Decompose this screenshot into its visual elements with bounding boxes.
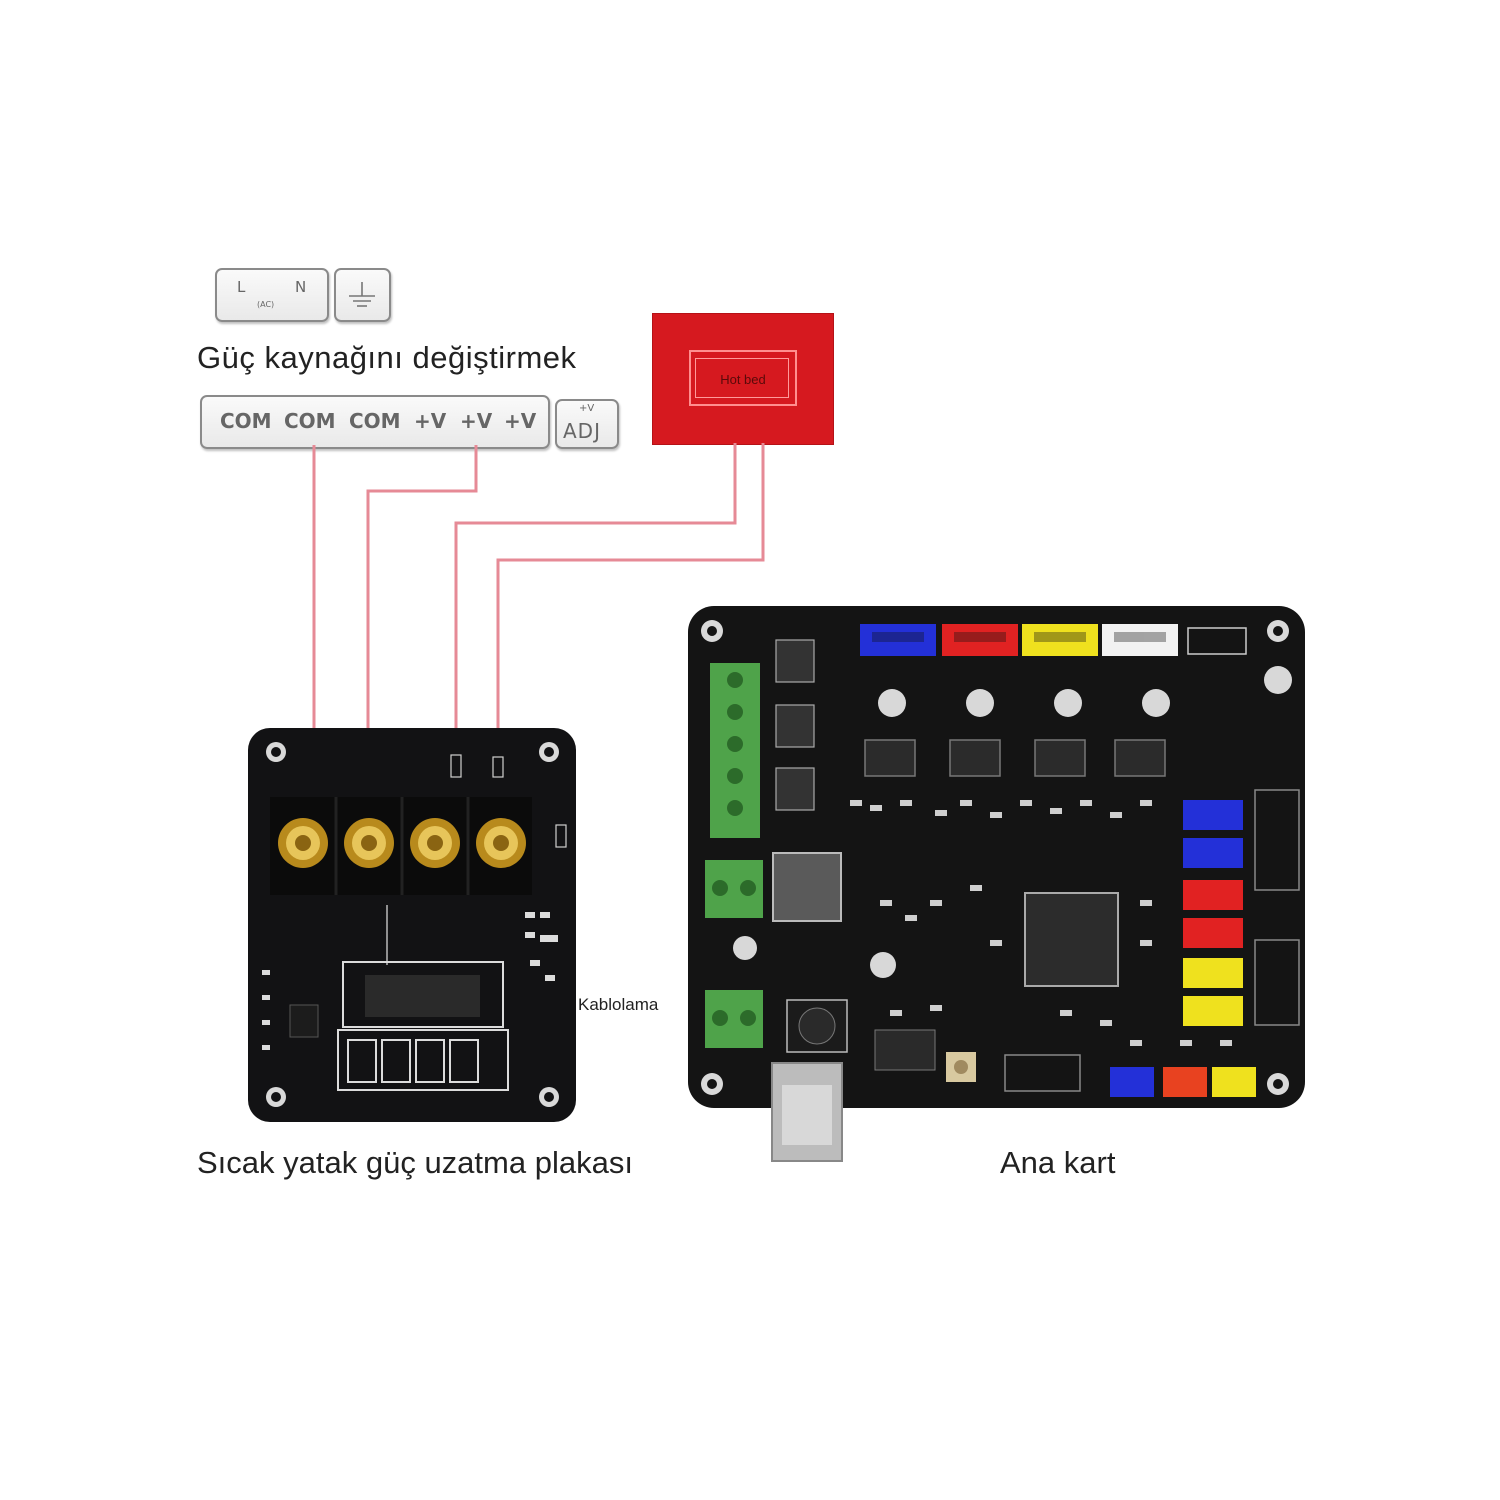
main-board-caption: Ana kart [1000,1145,1116,1180]
ground-icon [349,282,375,307]
terminal-com-2: COM [284,409,336,433]
ac-input-terminal: L N (AC) [215,268,329,322]
mosfet-board-caption: Sıcak yatak güç uzatma plakası [197,1145,633,1180]
ac-n-label: N [295,278,307,296]
terminal-com-1: COM [220,409,272,433]
wire-heatbed-1-to-mosfet [454,443,737,745]
adj-label: ADJ [563,419,601,443]
heatbed-outline [689,350,797,406]
wire-v-to-mosfet [366,445,478,745]
mosfet-connector-label: Kablolama [578,995,659,1014]
terminal-com-3: COM [349,409,401,433]
power-supply-caption: Güç kaynağını değiştirmek [197,340,577,375]
heatbed-label: Hot bed [720,372,766,387]
power-supply-terminal-strip: COM COM COM +V +V +V [200,395,550,449]
heatbed-outline-inner [695,358,789,398]
voltage-adjust-terminal: +V ADJ [555,399,619,449]
terminal-v-3: +V [504,409,537,433]
adj-top-label: +V [579,403,595,414]
ac-type-label: (AC) [257,300,275,309]
heatbed-block: Hot bed [652,313,834,445]
ground-terminal [334,268,391,322]
ac-l-label: L [237,278,246,296]
wire-heatbed-2-to-mosfet [496,443,765,745]
terminal-v-1: +V [414,409,447,433]
terminal-v-2: +V [460,409,493,433]
